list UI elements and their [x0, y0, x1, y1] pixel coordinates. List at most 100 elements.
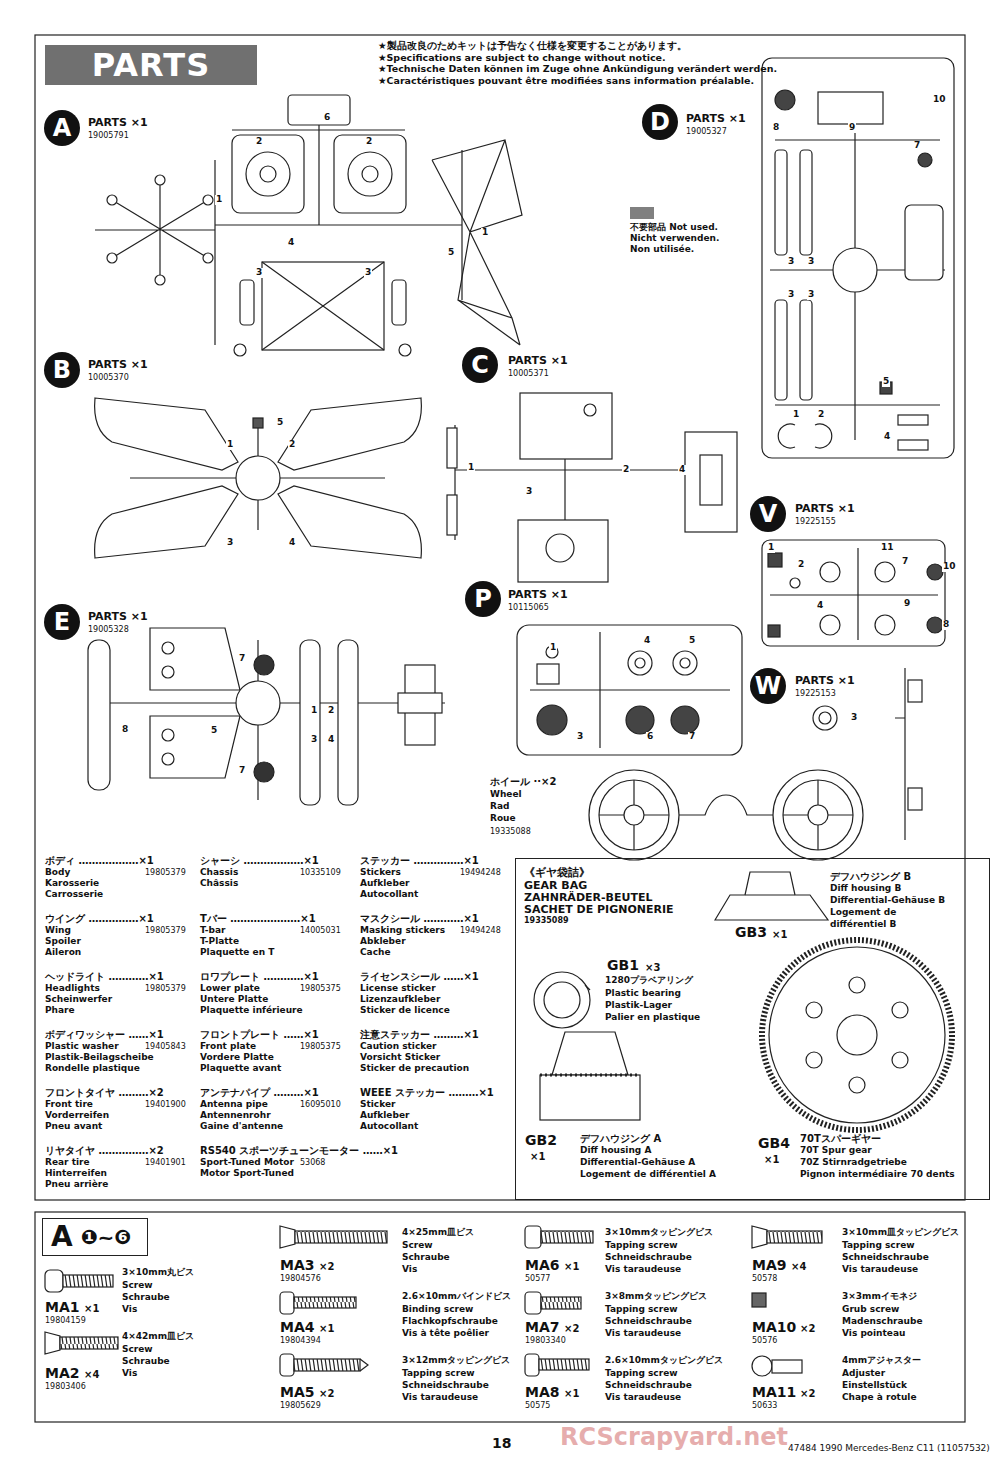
sprue-title: PARTS ×1	[508, 355, 568, 367]
part-name: Carrosserie	[45, 890, 103, 900]
notice: ★Caractéristiques pouvant être modifiées…	[378, 76, 754, 86]
notice: ★製品改良のためキットは予告なく仕様を変更することがあります。	[378, 41, 687, 51]
part-name: Karosserie	[45, 879, 99, 889]
part-name: Logement de différentiel A	[580, 1170, 716, 1180]
screw-code: MA9	[752, 1258, 787, 1273]
screw-name: Adjuster	[842, 1369, 885, 1379]
callout-number: 3	[787, 290, 795, 300]
callout-number: 4	[883, 432, 891, 442]
screw-name-jp: 3×10mmタッピングビス	[605, 1228, 713, 1238]
part-name: Lizenzaufkleber	[360, 995, 440, 1005]
screw-code: MA4	[280, 1320, 315, 1335]
callout-number: 4	[288, 538, 296, 548]
callout-number: 9	[903, 599, 911, 609]
sprue-letter: P	[474, 587, 492, 611]
part-name: Sticker de licence	[360, 1006, 450, 1016]
part-name: Untere Platte	[200, 995, 268, 1005]
callout-number: 2	[365, 137, 373, 147]
part-name: Phare	[45, 1006, 75, 1016]
part-name: Rad	[490, 802, 509, 812]
part-name: Chassis	[200, 868, 238, 878]
screw-name: Screw	[122, 1345, 153, 1355]
screw-name: Vis taraudeuse	[402, 1393, 478, 1403]
part-name-jp: ステッカー ……………×1	[360, 855, 479, 866]
part-name-jp: ロワプレート …………×1	[200, 971, 319, 982]
part-name: Aufkleber	[360, 1111, 409, 1121]
step-range: ❶~❻	[81, 1225, 132, 1249]
callout-number: 3	[226, 538, 234, 548]
callout-number: 8	[121, 725, 129, 735]
quantity: ×1	[84, 1303, 99, 1314]
part-name-jp: ウイング ……………×1	[45, 913, 154, 924]
part-name-jp: シャーシ ………………×1	[200, 855, 319, 866]
part-name-jp: フロントプレート ……×1	[200, 1029, 319, 1040]
callout-number: 5	[210, 726, 218, 736]
part-name: Antennenrohr	[200, 1111, 271, 1121]
part-number: 10335109	[300, 869, 341, 878]
notice: ★Technische Daten können im Zuge ohne An…	[378, 64, 777, 74]
part-code: GB2	[525, 1133, 557, 1148]
part-name: T-Platte	[200, 937, 239, 947]
screw-code: MA1	[45, 1300, 80, 1315]
callout-number: 11	[880, 543, 895, 553]
callout-number: 1	[226, 440, 234, 450]
screw-name: Vis	[122, 1305, 137, 1315]
sprue-letter: E	[54, 610, 70, 634]
callout-number: 7	[901, 557, 909, 567]
screw-name: Vis pointeau	[842, 1329, 905, 1339]
callout-number: 2	[817, 410, 825, 420]
screw-name: Vis à tête poêlier	[402, 1329, 489, 1339]
screw-name-jp: 3×12mmタッピングビス	[402, 1356, 510, 1366]
sprue-letter: V	[759, 502, 778, 526]
step-letter: A	[51, 1220, 73, 1254]
screw-name-jp: 4×25mm皿ビス	[402, 1228, 474, 1238]
part-name: Front tire	[45, 1100, 93, 1110]
screw-name: Vis taraudeuse	[605, 1265, 681, 1275]
callout-number: 5	[882, 377, 890, 387]
screw-name: Binding screw	[402, 1305, 473, 1315]
legend-text: 不要部品 Not used. Nicht verwenden. Non util…	[630, 222, 722, 255]
part-name: T-bar	[200, 926, 226, 936]
callout-number: 2	[797, 560, 805, 570]
part-name-jp: Tバー …………………×1	[200, 913, 316, 924]
part-code: GB1	[607, 958, 639, 973]
part-number: 50578	[752, 1275, 777, 1284]
part-name-jp: ボディワッシャー ……×1	[45, 1029, 164, 1040]
part-name: Vorsicht Sticker	[360, 1053, 440, 1063]
part-name: Wing	[45, 926, 71, 936]
part-number: 53068	[300, 1159, 325, 1168]
screw-code: MA7	[525, 1320, 560, 1335]
sprue-letter: A	[53, 116, 72, 140]
part-name-jp: RS540 スポーツチューンモーター ……×1	[200, 1145, 398, 1156]
sprue-title: PARTS ×1	[88, 117, 148, 129]
part-name: Masking stickers	[360, 926, 445, 936]
screw-name: Schraube	[122, 1357, 170, 1367]
callout-number: 7	[688, 732, 696, 742]
callout-number: 3	[310, 735, 318, 745]
screw-name-jp: 4mmアジャスター	[842, 1356, 921, 1366]
screw-name: Tapping screw	[605, 1369, 678, 1379]
part-name-jp: リヤタイヤ ……………×2	[45, 1145, 164, 1156]
bag-heading: GEAR BAG	[524, 880, 587, 892]
callout-number: 4	[643, 636, 651, 646]
part-number: 16095010	[300, 1101, 341, 1110]
part-name-jp: 70Tスパーギヤー	[800, 1133, 881, 1144]
quantity: ×1	[772, 929, 787, 940]
sprue-letter-circle: V	[750, 496, 786, 532]
screw-name: Vis taraudeuse	[842, 1265, 918, 1275]
screw-name: Screw	[402, 1241, 433, 1251]
quantity: ×2	[800, 1323, 815, 1334]
part-number: 19225153	[795, 690, 836, 699]
part-name: Plaquette en T	[200, 948, 274, 958]
callout-number: 3	[787, 257, 795, 267]
part-name: Logement de	[830, 908, 896, 918]
sprue-title: PARTS ×1	[795, 503, 855, 515]
part-name: Plaquette avant	[200, 1064, 281, 1074]
screw-name: Schneidschraube	[605, 1317, 692, 1327]
part-name: Autocollant	[360, 890, 418, 900]
quantity: ×4	[84, 1369, 99, 1380]
bag-heading: ZAHNRÄDER-BEUTEL	[524, 892, 652, 904]
part-name-jp: WEEE ステッカー ………×1	[360, 1087, 494, 1098]
part-name: Gaine d'antenne	[200, 1122, 283, 1132]
